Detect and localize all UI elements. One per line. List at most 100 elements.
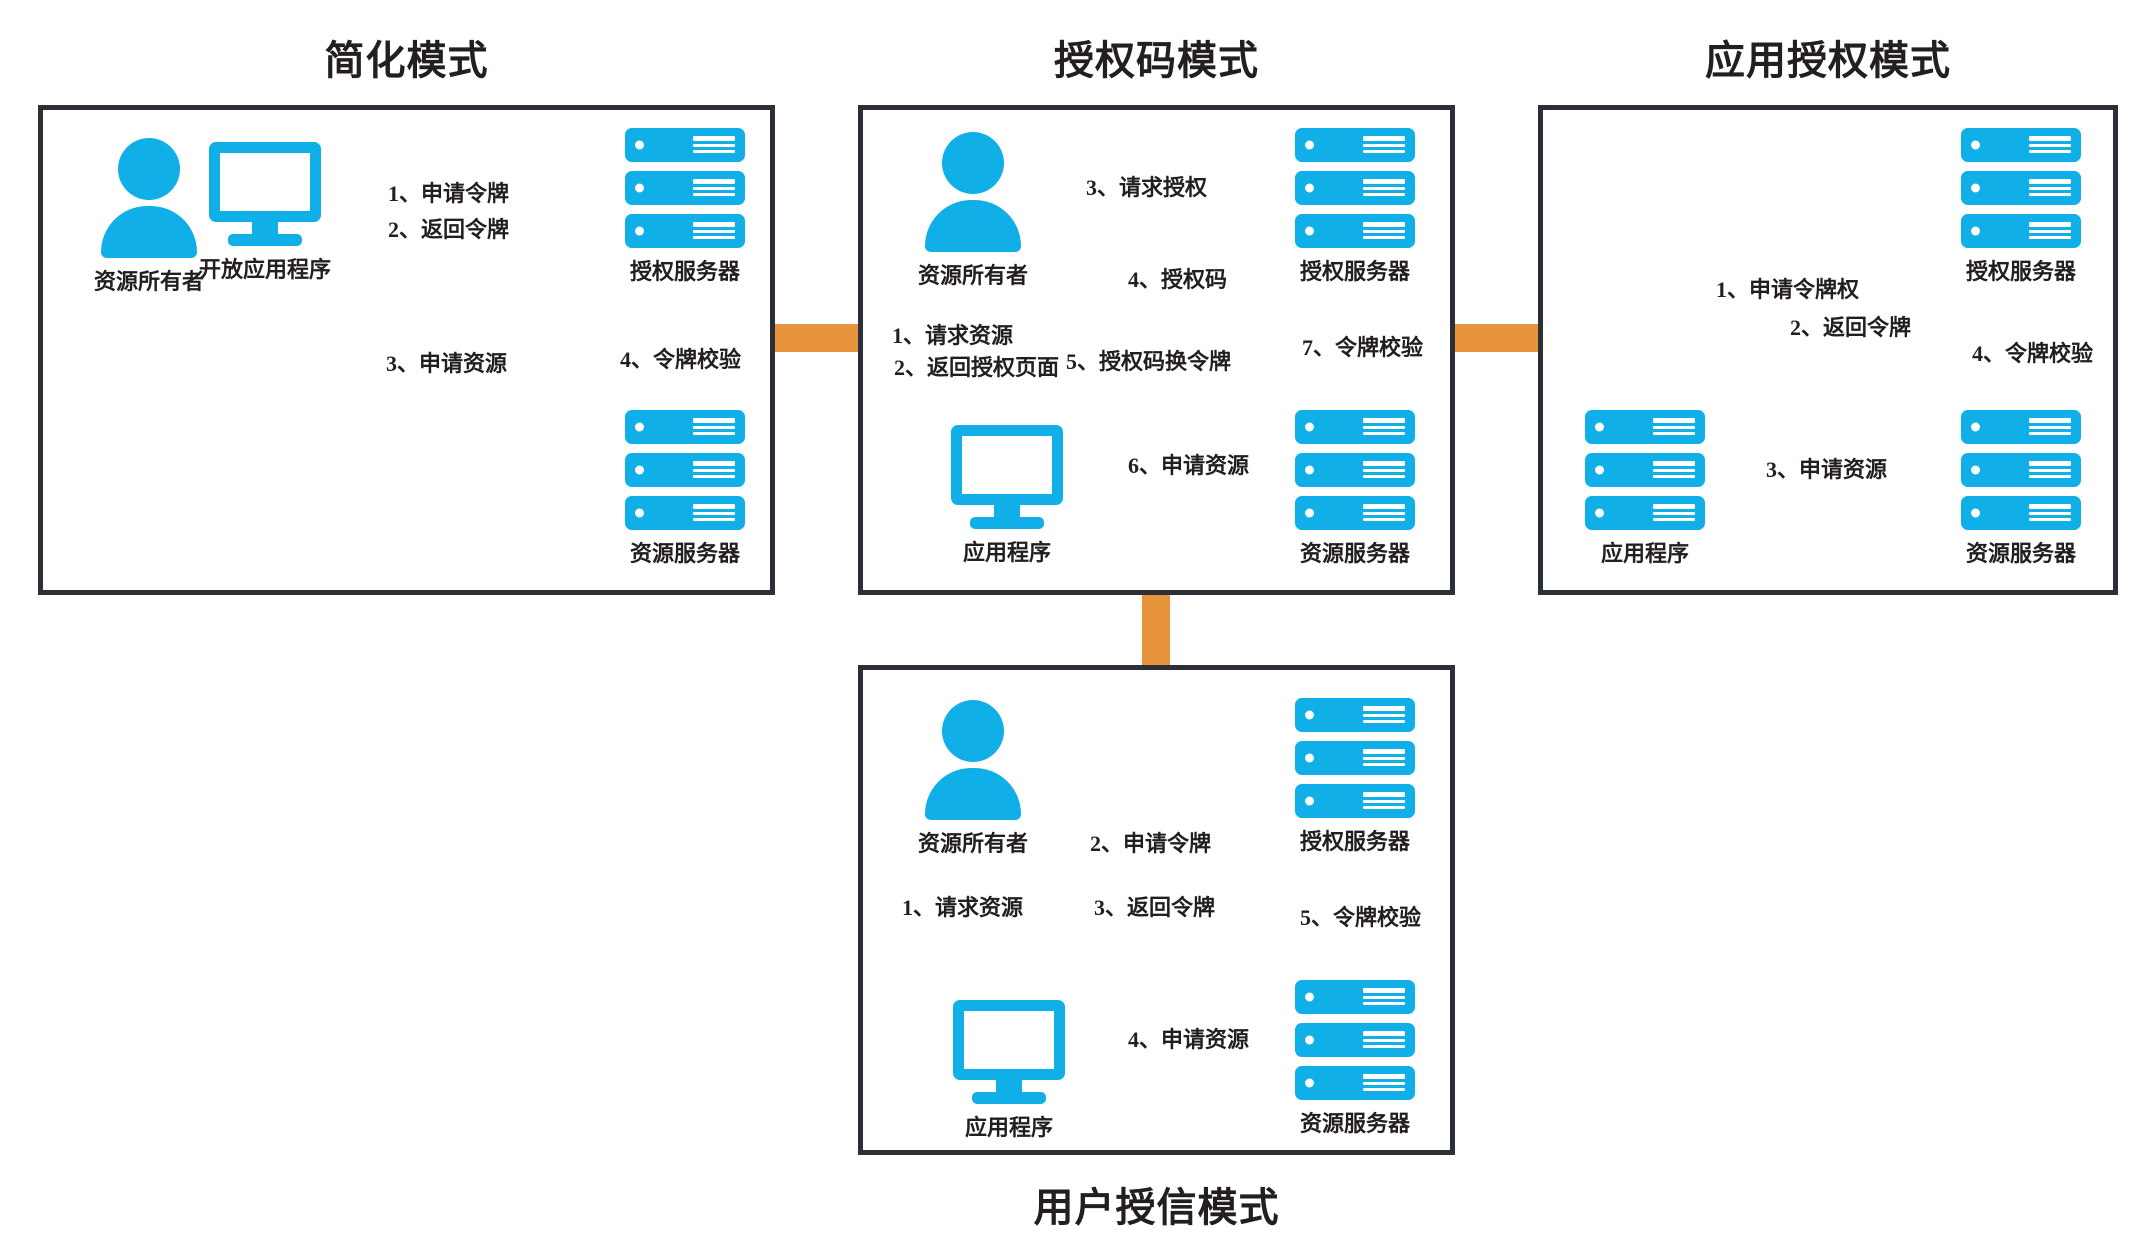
person-body-icon bbox=[925, 768, 1021, 820]
server-vents-icon bbox=[1653, 504, 1695, 522]
server-led-icon bbox=[1305, 422, 1314, 432]
node-label-auth-server: 授权服务器 bbox=[1299, 259, 1411, 284]
server-led-icon bbox=[1595, 508, 1604, 518]
server-led-icon bbox=[1305, 465, 1314, 475]
server-vents-icon bbox=[1653, 418, 1695, 436]
server-led-icon bbox=[635, 226, 644, 236]
server-vents-icon bbox=[693, 222, 735, 240]
server-led-icon bbox=[1595, 422, 1604, 432]
monitor-neck-icon bbox=[996, 1078, 1022, 1094]
server-unit-icon bbox=[1585, 410, 1705, 444]
server-vents-icon bbox=[2029, 418, 2071, 436]
node-resource-owner-usercred: 资源所有者 bbox=[918, 700, 1028, 856]
server-led-icon bbox=[1971, 422, 1980, 432]
edge-label-usercred-step1: 1、请求资源 bbox=[898, 890, 1028, 922]
server-led-icon bbox=[1305, 1035, 1314, 1045]
node-app-usercred: 应用程序 bbox=[953, 1000, 1065, 1140]
edge-label-simplified-step1: 1、申请令牌 bbox=[384, 176, 514, 208]
node-resource-owner-simplified: 资源所有者 bbox=[94, 138, 204, 294]
panel-title-simplified: 简化模式 bbox=[324, 38, 489, 83]
node-label-app: 应用程序 bbox=[962, 540, 1052, 565]
server-unit-icon bbox=[1295, 980, 1415, 1014]
server-led-icon bbox=[1305, 992, 1314, 1002]
panel-title-app-auth: 应用授权模式 bbox=[1705, 38, 1951, 83]
edge-label-authcode-step5: 5、授权码换令牌 bbox=[1062, 344, 1236, 376]
server-unit-icon bbox=[1295, 128, 1415, 162]
server-vents-icon bbox=[693, 504, 735, 522]
server-unit-icon bbox=[1961, 410, 2081, 444]
server-led-icon bbox=[1305, 1078, 1314, 1088]
node-label-app: 应用程序 bbox=[1600, 541, 1690, 566]
server-unit-icon bbox=[1295, 784, 1415, 818]
server-vents-icon bbox=[1363, 706, 1405, 724]
edge-label-authcode-step6: 6、申请资源 bbox=[1124, 448, 1254, 480]
node-app-authcode: 应用程序 bbox=[951, 425, 1063, 565]
server-vents-icon bbox=[2029, 136, 2071, 154]
node-label-open-app: 开放应用程序 bbox=[198, 257, 332, 282]
server-unit-icon bbox=[1295, 171, 1415, 205]
server-led-icon bbox=[635, 422, 644, 432]
server-led-icon bbox=[1971, 140, 1980, 150]
server-vents-icon bbox=[1653, 461, 1695, 479]
server-vents-icon bbox=[1363, 222, 1405, 240]
edge-label-appauth-step2: 2、返回令牌 bbox=[1786, 310, 1916, 342]
server-led-icon bbox=[1305, 753, 1314, 763]
server-vents-icon bbox=[1363, 1074, 1405, 1092]
server-unit-icon bbox=[1295, 214, 1415, 248]
panel-app-auth: 应用程序 授权服务器 bbox=[1538, 105, 2118, 595]
monitor-base-icon bbox=[972, 1092, 1046, 1104]
edge-label-usercred-step5: 5、令牌校验 bbox=[1296, 900, 1426, 932]
server-unit-icon bbox=[625, 128, 745, 162]
node-label-auth-server: 授权服务器 bbox=[629, 259, 741, 284]
node-resource-server-simplified: 资源服务器 bbox=[625, 410, 745, 566]
edge-label-simplified-step4: 4、令牌校验 bbox=[616, 342, 746, 374]
server-unit-icon bbox=[625, 410, 745, 444]
server-vents-icon bbox=[1363, 418, 1405, 436]
server-vents-icon bbox=[1363, 1031, 1405, 1049]
server-vents-icon bbox=[693, 461, 735, 479]
server-unit-icon bbox=[625, 496, 745, 530]
edge-label-usercred-step3: 3、返回令牌 bbox=[1090, 890, 1220, 922]
server-vents-icon bbox=[2029, 222, 2071, 240]
server-vents-icon bbox=[2029, 461, 2071, 479]
server-unit-icon bbox=[1961, 453, 2081, 487]
server-vents-icon bbox=[1363, 461, 1405, 479]
monitor-base-icon bbox=[228, 234, 302, 246]
edge-label-appauth-step4: 4、令牌校验 bbox=[1968, 336, 2098, 368]
node-resource-owner-authcode: 资源所有者 bbox=[918, 132, 1028, 288]
server-vents-icon bbox=[1363, 504, 1405, 522]
monitor-screen-icon bbox=[953, 1000, 1065, 1080]
person-head-icon bbox=[942, 700, 1004, 762]
node-label-resource-server: 资源服务器 bbox=[1299, 541, 1411, 566]
server-vents-icon bbox=[1363, 988, 1405, 1006]
panel-title-user-credential: 用户授信模式 bbox=[1033, 1185, 1280, 1230]
person-body-icon bbox=[925, 200, 1021, 252]
edge-label-authcode-step4: 4、授权码 bbox=[1124, 262, 1232, 294]
node-auth-server-usercred: 授权服务器 bbox=[1295, 698, 1415, 854]
server-led-icon bbox=[1305, 508, 1314, 518]
edge-label-simplified-step3: 3、申请资源 bbox=[382, 346, 512, 378]
server-led-icon bbox=[1971, 226, 1980, 236]
node-label-resource-owner: 资源所有者 bbox=[917, 831, 1029, 856]
node-label-resource-owner: 资源所有者 bbox=[917, 263, 1029, 288]
server-vents-icon bbox=[693, 179, 735, 197]
node-resource-server-usercred: 资源服务器 bbox=[1295, 980, 1415, 1136]
server-vents-icon bbox=[693, 418, 735, 436]
server-vents-icon bbox=[1363, 179, 1405, 197]
person-head-icon bbox=[942, 132, 1004, 194]
server-vents-icon bbox=[693, 136, 735, 154]
server-unit-icon bbox=[1585, 496, 1705, 530]
edge-label-authcode-step7: 7、令牌校验 bbox=[1298, 330, 1428, 362]
edge-label-authcode-step2: 2、返回授权页面 bbox=[890, 350, 1064, 382]
node-resource-server-authcode: 资源服务器 bbox=[1295, 410, 1415, 566]
server-unit-icon bbox=[1961, 214, 2081, 248]
node-auth-server-authcode: 授权服务器 bbox=[1295, 128, 1415, 284]
monitor-neck-icon bbox=[994, 503, 1020, 519]
server-vents-icon bbox=[1363, 792, 1405, 810]
monitor-neck-icon bbox=[252, 220, 278, 236]
server-unit-icon bbox=[1295, 453, 1415, 487]
server-unit-icon bbox=[1295, 496, 1415, 530]
server-unit-icon bbox=[1585, 453, 1705, 487]
node-label-resource-server: 资源服务器 bbox=[1965, 541, 2077, 566]
person-body-icon bbox=[101, 206, 197, 258]
